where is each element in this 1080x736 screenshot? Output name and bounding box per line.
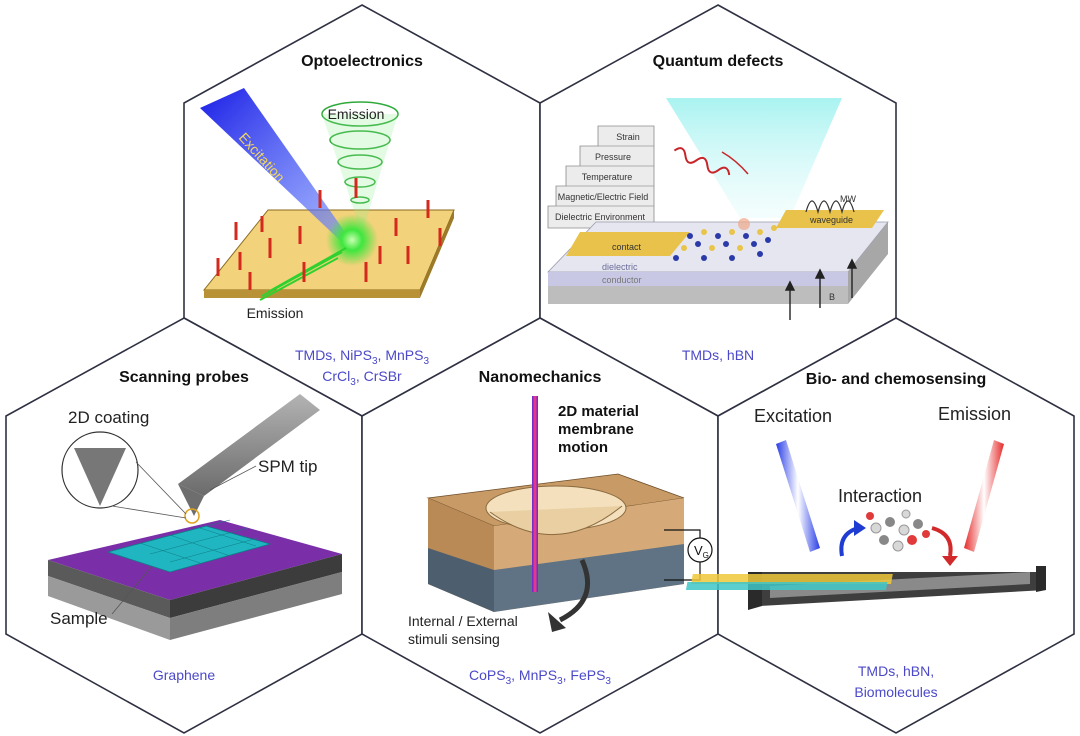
conductor-layer bbox=[548, 286, 848, 304]
panel-optoelectronics: Optoelectronics Excitation Emission Emis… bbox=[200, 53, 455, 388]
b-field-arrows bbox=[784, 258, 858, 320]
blue-arrow-head bbox=[854, 520, 866, 536]
zoom-leader-2 bbox=[111, 505, 187, 519]
emission-tube bbox=[964, 440, 1004, 552]
sensing-arrow-head bbox=[548, 612, 566, 632]
spm-tip-label: SPM tip bbox=[258, 457, 318, 476]
bio-interaction-label: Interaction bbox=[838, 486, 922, 506]
excitation-beam bbox=[200, 88, 352, 246]
hex-biosensing bbox=[717, 317, 1075, 734]
sensing-line1: Internal / External bbox=[408, 613, 518, 629]
membrane-caption-1: 2D material bbox=[558, 403, 639, 420]
spin-arrows bbox=[216, 178, 442, 290]
sensing-2d-layer bbox=[685, 574, 893, 590]
stimuli-list: Strain Pressure Temperature Magnetic/Ele… bbox=[547, 125, 655, 229]
stimulus-3: Magnetic/Electric Field bbox=[558, 192, 649, 202]
conductor-label: conductor bbox=[602, 275, 642, 285]
red-curved-arrow bbox=[931, 526, 953, 557]
substrate-edge bbox=[204, 290, 420, 298]
excitation-cone bbox=[666, 98, 842, 218]
waveguide-pad bbox=[776, 210, 884, 228]
probe-laser bbox=[532, 396, 538, 592]
panel-biosensing: Bio- and chemosensing Excitation Emissio… bbox=[685, 371, 1046, 700]
hbn-lattice bbox=[673, 218, 777, 261]
panel-quantum-defects: Quantum defects Strain Pressure Temperat… bbox=[547, 53, 889, 363]
tray-right-wall bbox=[1036, 566, 1046, 592]
stimulus-0: Strain bbox=[616, 132, 640, 142]
contact-label: contact bbox=[612, 242, 642, 252]
sample-lattice bbox=[129, 519, 259, 564]
mw-label: MW bbox=[840, 194, 856, 204]
biosensing-materials-line2: Biomolecules bbox=[854, 684, 937, 700]
excitation-tube bbox=[776, 440, 820, 552]
membrane-caption-2: membrane bbox=[558, 421, 634, 438]
bio-excitation-label: Excitation bbox=[754, 406, 832, 426]
nanomechanics-materials: CoPS3, MnPS3, FePS3 bbox=[469, 667, 611, 687]
panel-scanning-probes: Scanning probes 2D coating SPM tip Sampl… bbox=[48, 369, 342, 683]
biosensing-materials-line1: TMDs, hBN, bbox=[858, 663, 934, 679]
substrate-right bbox=[170, 554, 342, 618]
substrate-front bbox=[48, 560, 170, 618]
emission-spiral-top bbox=[321, 101, 399, 234]
optoelectronics-materials-line2: CrCl3, CrSBr bbox=[322, 368, 402, 388]
dielectric-layer bbox=[548, 272, 848, 286]
base-right bbox=[170, 572, 342, 640]
emission-glow bbox=[326, 214, 378, 266]
tip-leader bbox=[209, 465, 257, 491]
optoelectronics-title: Optoelectronics bbox=[301, 53, 423, 70]
bio-emission-label: Emission bbox=[938, 404, 1011, 424]
spm-cantilever bbox=[178, 394, 320, 496]
tray-floor bbox=[770, 572, 1030, 598]
panel-nanomechanics: Nanomechanics 2D material membrane motio… bbox=[408, 369, 713, 687]
tip-highlight bbox=[184, 508, 200, 524]
sample-label: Sample bbox=[50, 609, 108, 628]
biosensing-title: Bio- and chemosensing bbox=[806, 371, 986, 388]
coating-label: 2D coating bbox=[68, 408, 149, 427]
stimulus-4: Dielectric Environment bbox=[555, 212, 646, 222]
quantum-defects-title: Quantum defects bbox=[653, 53, 784, 70]
red-arrow-head bbox=[942, 556, 958, 566]
zoom-coated-tip bbox=[74, 448, 126, 506]
b-field-label: B bbox=[829, 292, 835, 302]
nanomechanics-title: Nanomechanics bbox=[479, 369, 602, 386]
emission-bottom-label: Emission bbox=[247, 305, 304, 321]
waveguide-label: waveguide bbox=[809, 215, 853, 225]
gate-voltage-source bbox=[687, 537, 713, 563]
quantum-defects-materials: TMDs, hBN bbox=[682, 347, 754, 363]
microwave-wave bbox=[805, 200, 855, 215]
stimulus-1: Pressure bbox=[595, 152, 631, 162]
scanning-probes-materials: Graphene bbox=[153, 667, 215, 683]
emitted-photon bbox=[673, 147, 731, 176]
block-left-lower bbox=[428, 548, 494, 612]
device-side bbox=[848, 222, 888, 304]
emission-top-label: Emission bbox=[328, 106, 385, 122]
sensing-line2: stimuli sensing bbox=[408, 631, 500, 647]
photon-arrow bbox=[721, 151, 749, 175]
spm-tip bbox=[178, 484, 204, 516]
sensing-arrow bbox=[558, 558, 591, 623]
contact-pad bbox=[566, 232, 690, 256]
biomolecule bbox=[866, 509, 930, 552]
optoelectronics-materials-line1: TMDs, NiPS3, MnPS3 bbox=[295, 347, 429, 367]
stimulus-2: Temperature bbox=[582, 172, 633, 182]
membrane-deflection bbox=[489, 505, 623, 536]
sample-leader bbox=[111, 565, 153, 615]
gate-wire-top bbox=[664, 529, 701, 540]
base-front bbox=[48, 576, 170, 640]
scanning-probes-title: Scanning probes bbox=[119, 369, 249, 386]
substrate-side bbox=[420, 210, 454, 298]
gate-voltage-label: VG bbox=[694, 543, 709, 560]
dielectric-label: dielectric bbox=[602, 262, 638, 272]
emission-in-plane bbox=[259, 247, 347, 301]
membrane-caption-3: motion bbox=[558, 439, 608, 456]
zoom-leader-1 bbox=[135, 461, 187, 515]
